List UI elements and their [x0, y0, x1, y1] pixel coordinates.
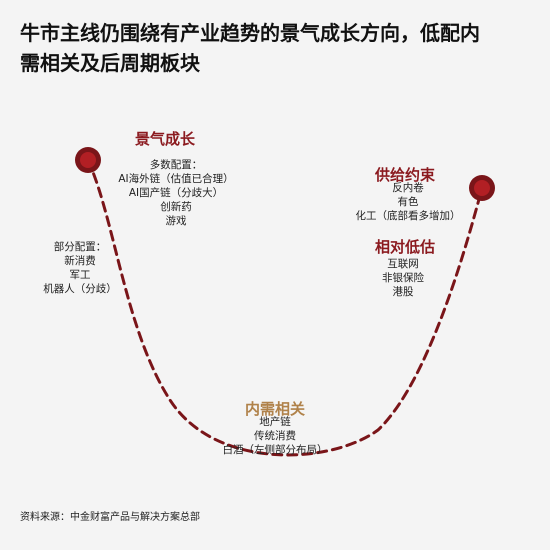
supply-item: 化工（底部看多增加）	[355, 210, 461, 222]
supply-heading: 供给约束	[374, 166, 436, 184]
dashed-u-curve	[86, 158, 484, 457]
partial-item: 军工	[69, 269, 91, 281]
domestic-item: 传统消费	[254, 430, 296, 442]
growth-items: 多数配置： AI海外链（估值已合理） AI国产链（分歧大） 创新药 游戏	[118, 158, 233, 228]
domestic-item: 白酒（左侧部分布局）	[222, 444, 328, 456]
right-marker-inner	[474, 180, 490, 196]
growth-item: 创新药	[160, 201, 192, 213]
supply-item: 有色	[397, 196, 419, 208]
source-note: 资料来源：中金财富产品与解决方案总部	[20, 512, 200, 523]
lowval-item: 非银保险	[382, 272, 424, 284]
partial-items: 部分配置： 新消费 军工 机器人（分歧）	[43, 240, 117, 296]
supply-item: 反内卷	[392, 182, 424, 194]
lowval-heading: 相对低估	[374, 238, 436, 256]
domestic-items: 地产链 传统消费 白酒（左侧部分布局）	[223, 415, 328, 457]
partial-item: 部分配置：	[53, 241, 107, 253]
growth-heading: 景气成长	[134, 130, 196, 148]
left-marker-inner	[80, 152, 96, 168]
growth-item: AI海外链（估值已合理）	[118, 173, 234, 185]
lowval-item: 港股	[392, 286, 414, 298]
domestic-heading: 内需相关	[244, 400, 306, 418]
domestic-item: 地产链	[259, 416, 291, 428]
growth-item: 多数配置：	[149, 159, 203, 171]
growth-item: AI国产链（分歧大）	[128, 187, 224, 199]
lowval-items: 互联网 非银保险 港股	[382, 257, 424, 299]
supply-items: 反内卷 有色 化工（底部看多增加）	[356, 181, 461, 223]
lowval-item: 互联网	[387, 258, 419, 270]
partial-item: 新消费	[64, 255, 96, 267]
partial-item: 机器人（分歧）	[43, 283, 117, 295]
growth-item: 游戏	[165, 215, 187, 227]
title-line-2: 需相关及后周期板块	[20, 51, 200, 75]
page-title: 牛市主线仍围绕有产业趋势的景气成长方向，低配内 需相关及后周期板块	[20, 18, 535, 78]
title-line-1: 牛市主线仍围绕有产业趋势的景气成长方向，低配内	[20, 21, 480, 45]
